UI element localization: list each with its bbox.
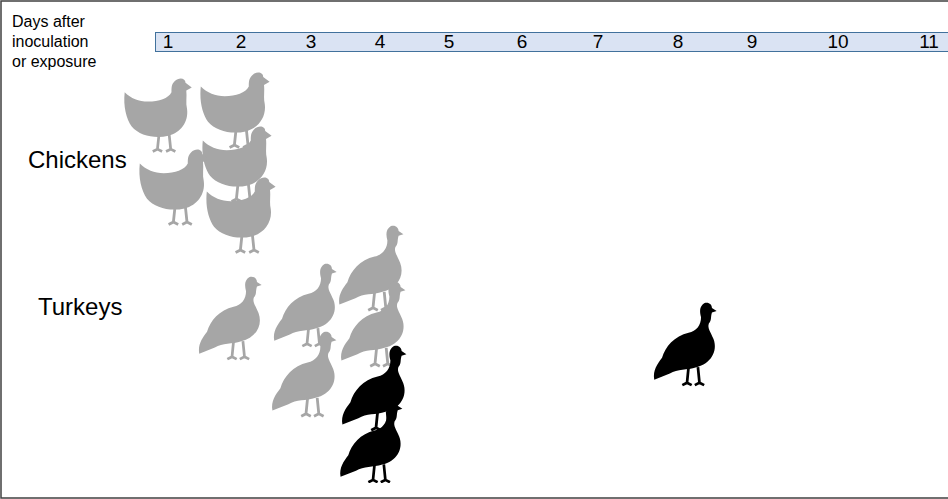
day-number: 8: [673, 32, 684, 52]
dead-turkey-group: [340, 303, 716, 482]
group-label: Chickens: [28, 145, 148, 175]
turkey-silhouette: [199, 277, 262, 359]
turkey-silhouette: [272, 332, 336, 416]
chicken-silhouette: [206, 178, 275, 253]
day-number: 5: [444, 32, 455, 52]
chicken-silhouette: [124, 78, 191, 151]
turkey-silhouette-black: [340, 401, 402, 483]
day-number: 1: [163, 32, 174, 52]
timeline-bar: 1 2 3 4 5 6 7 8 9 10 11: [155, 32, 948, 52]
turkey-silhouette-black: [654, 303, 717, 385]
turkey-silhouette-black: [342, 346, 406, 430]
chicken-group: [124, 73, 275, 253]
day-number: 2: [236, 32, 247, 52]
group-label: Turkeys: [38, 292, 158, 322]
day-number: 10: [827, 32, 848, 52]
chicken-silhouette: [139, 150, 208, 225]
day-number: 6: [517, 32, 528, 52]
day-number: 3: [306, 32, 317, 52]
day-number: 4: [375, 32, 386, 52]
day-number: 9: [747, 32, 758, 52]
day-number: 11: [919, 32, 939, 52]
day-number: 7: [593, 32, 604, 52]
axis-label: Days after inoculation or exposure: [12, 12, 107, 72]
